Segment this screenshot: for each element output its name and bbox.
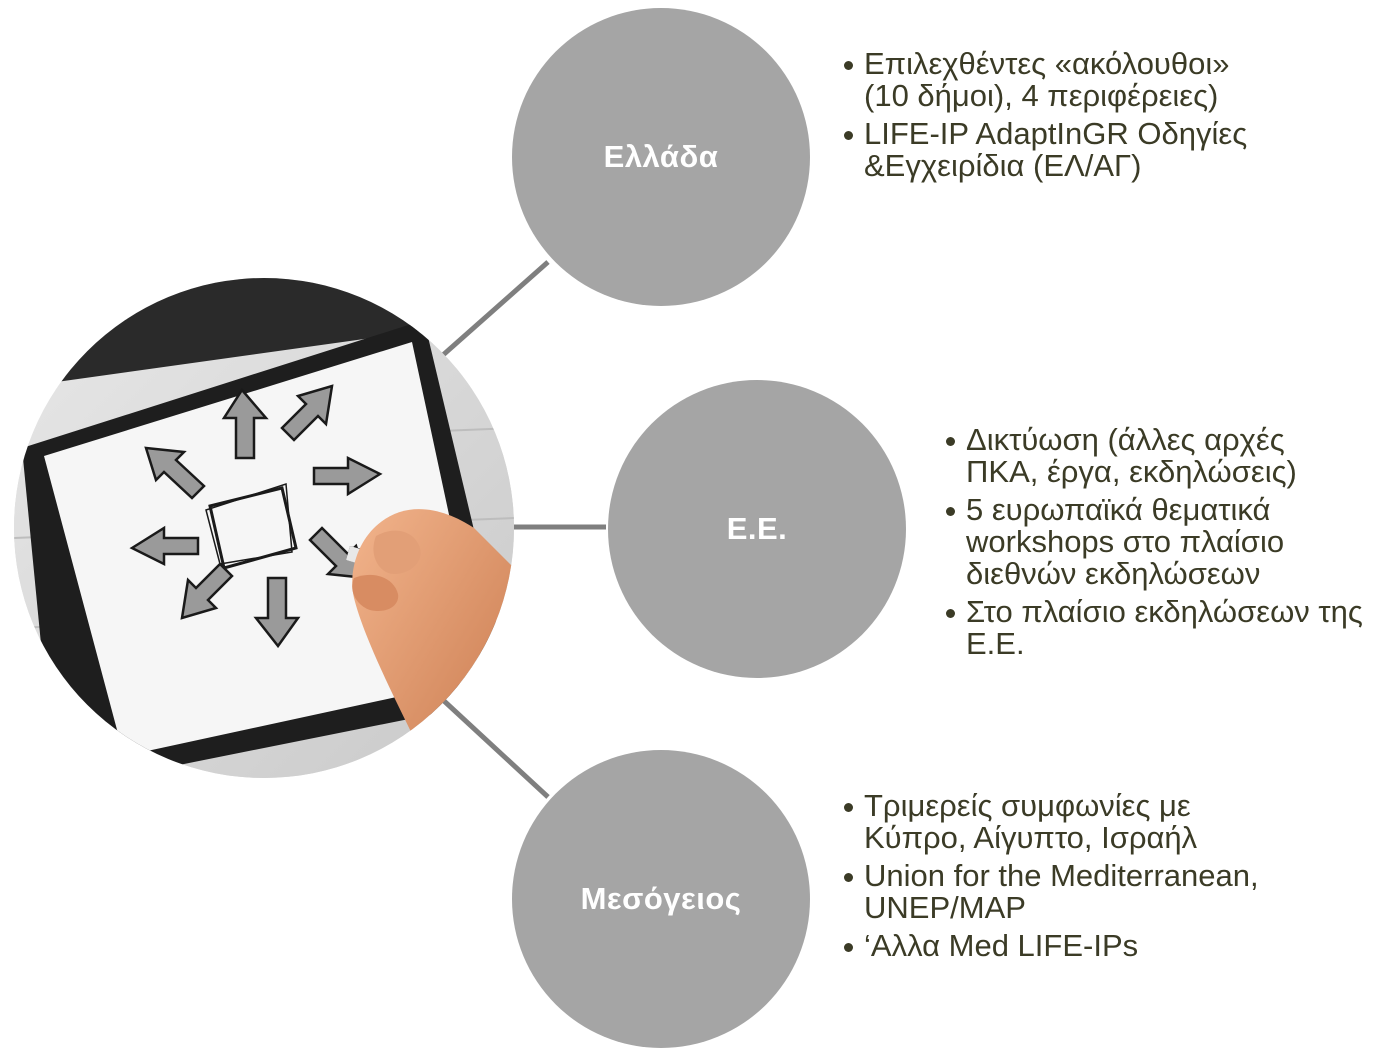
node-mediterranean: Μεσόγειος	[512, 750, 810, 1048]
list-item: LIFE-IP AdaptInGR Οδηγίες &Εγχειρίδια (Ε…	[842, 118, 1282, 182]
list-item: Επιλεχθέντες «ακόλουθοι» (10 δήμοι), 4 π…	[842, 48, 1282, 112]
list-item: 5 ευρωπαϊκά θεματικά workshops στο πλαίσ…	[944, 494, 1364, 590]
list-item: ‘Αλλα Med LIFE-IPs	[842, 930, 1282, 962]
greece-bullet-list: Επιλεχθέντες «ακόλουθοι» (10 δήμοι), 4 π…	[842, 48, 1282, 188]
mediterranean-bullet-list: Τριμερείς συμφωνίες με Κύπρο, Αίγυπτο, Ι…	[842, 790, 1282, 968]
list-item: Στο πλαίσιο εκδηλώσεων της Ε.Ε.	[944, 596, 1364, 660]
whiteboard-arrows-hand-icon	[14, 278, 514, 778]
list-item: Δικτύωση (άλλες αρχές ΠΚΑ, έργα, εκδηλώσ…	[944, 424, 1364, 488]
node-greece-label: Ελλάδα	[603, 139, 719, 174]
node-greece: Ελλάδα	[512, 8, 810, 306]
list-item: Union for the Mediterranean, UNEP/MAP	[842, 860, 1282, 924]
node-eu-label: Ε.Ε.	[726, 511, 788, 546]
node-mediterranean-label: Μεσόγειος	[580, 881, 742, 916]
list-item: Τριμερείς συμφωνίες με Κύπρο, Αίγυπτο, Ι…	[842, 790, 1282, 854]
eu-bullet-list: Δικτύωση (άλλες αρχές ΠΚΑ, έργα, εκδηλώσ…	[944, 424, 1364, 666]
hub-image	[14, 278, 514, 778]
node-eu: Ε.Ε.	[608, 380, 906, 678]
